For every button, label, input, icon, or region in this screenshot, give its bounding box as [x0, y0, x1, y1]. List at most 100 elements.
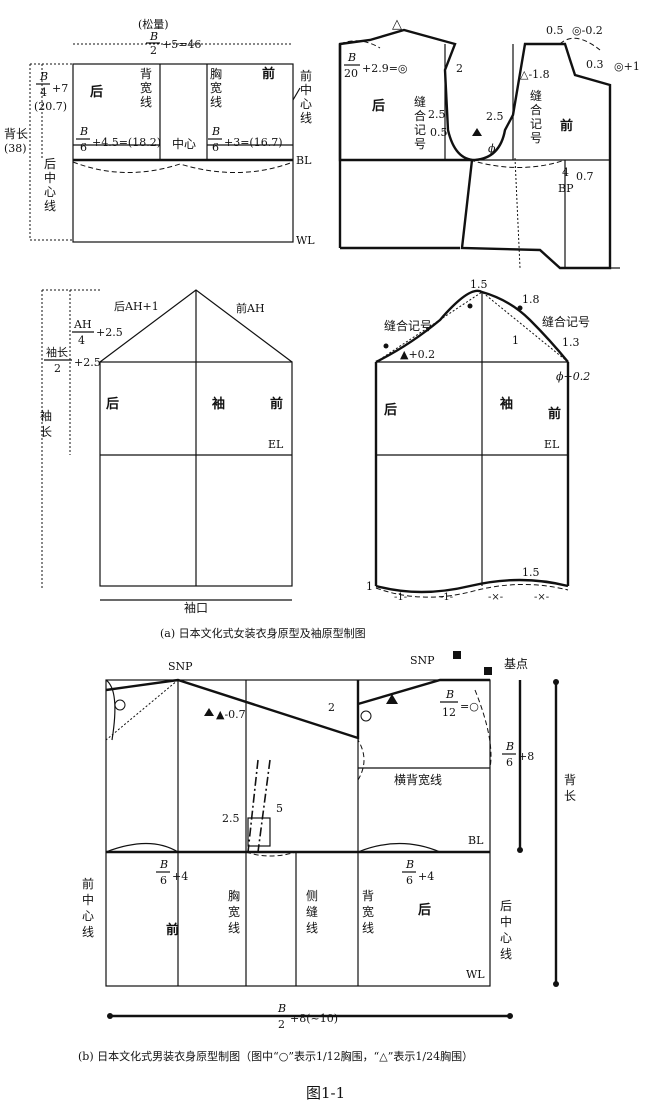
back-width-char: 背 [140, 67, 152, 81]
plus4-back: +4 [418, 870, 434, 883]
sleeve-final: 1.5 1.8 1 1.3 缝合记号 缝合记号 ▲+0.2 ϕ+0.2 后 袖 … [366, 278, 590, 603]
value-1-3: 1.3 [562, 336, 580, 349]
triangle-mark: △ [392, 17, 402, 32]
cuff-division: -×- [488, 592, 503, 603]
sleeve-label: 袖 [212, 396, 225, 412]
b-numerator: B [79, 125, 88, 138]
chest-width-char: 宽 [210, 80, 222, 95]
b-numerator: B [159, 858, 168, 871]
ah-numerator: AH [73, 318, 92, 331]
chest-width-char: 胸 [228, 888, 240, 903]
caption-a: (a) 日本文化式女装衣身原型及袖原型制图 [160, 626, 366, 640]
b-numerator: B [277, 1002, 286, 1015]
notch-char: 合 [530, 102, 542, 117]
cb-char: 心 [44, 185, 56, 199]
plus-2-5: +2.5 [74, 356, 101, 369]
value-20-7: (20.7) [34, 100, 67, 113]
side-seam-char: 缝 [306, 904, 318, 919]
side-seam-char: 侧 [306, 889, 318, 903]
phi-adjust: ϕ+0.2 [556, 370, 590, 383]
value-1-5-cuff: 1.5 [522, 566, 540, 579]
value-1-cuff: 1 [366, 580, 373, 593]
b-numerator: B [39, 70, 48, 83]
value-1-5: 1.5 [470, 278, 488, 291]
front-label: 前 [262, 66, 275, 82]
back-length-char: 背 [564, 773, 576, 787]
back-length-label: 背长 [4, 127, 28, 141]
notch-char: 号 [414, 137, 426, 151]
b-denominator-2: 2 [150, 44, 157, 57]
side-seam-char: 线 [306, 921, 318, 935]
cross-back-label: 横背宽线 [394, 772, 442, 787]
waist-line-label: WL [296, 234, 315, 247]
back-width-char: 背 [362, 889, 374, 903]
cuff-label: 袖口 [184, 600, 208, 615]
base-point-label: 基点 [504, 657, 528, 671]
back-width-char: 宽 [362, 904, 374, 919]
denominator-4: 4 [40, 86, 47, 99]
b-numerator: B [149, 30, 158, 43]
notch-mark-left: 缝合记号 [384, 318, 432, 333]
back-label: 后 [384, 402, 397, 418]
triangle-adjust: ▲+0.2 [400, 348, 435, 361]
value-0-3: 0.3 [586, 58, 604, 71]
value-2-5: 2.5 [428, 108, 446, 121]
denominator-6: 6 [406, 874, 413, 887]
cf-char: 线 [82, 925, 94, 939]
denominator-12: 12 [442, 706, 456, 719]
sleeve-length-char: 袖 [40, 408, 52, 423]
neck-width-formula: +2.9=◎ [362, 62, 408, 75]
notch-char: 记 [530, 117, 542, 131]
plus7: +7 [52, 82, 68, 95]
back-label: 后 [372, 98, 385, 114]
sleeve-length-numerator: 袖长 [46, 345, 68, 359]
denominator-4: 4 [78, 334, 85, 347]
back-label: 后 [90, 84, 103, 100]
front-label: 前 [560, 118, 573, 134]
womens-bodice-final: B 20 +2.9=◎ △ 2 后 缝 合 记 号 2.5 0.5 ϕ 2.5 … [338, 17, 640, 270]
denominator-6: 6 [80, 141, 87, 154]
front-label: 前 [270, 396, 283, 412]
back-ah-label: 后AH+1 [114, 300, 159, 313]
value-0-5: 0.5 [430, 126, 448, 139]
cuff-division: -1- [394, 592, 407, 603]
front-ah-label: 前AH [236, 301, 265, 315]
value-0-7: 0.7 [576, 170, 594, 183]
plus4-front: +4 [172, 870, 188, 883]
chest-width-char: 宽 [228, 904, 240, 919]
cb-char: 心 [500, 931, 512, 945]
cb-char: 线 [500, 947, 512, 961]
cf-char: 中 [300, 82, 312, 97]
denominator-6: 6 [160, 874, 167, 887]
cf-char: 心 [82, 909, 94, 923]
shoulder-adjust: △-1.8 [520, 68, 550, 81]
value-2-b: 2 [328, 701, 335, 714]
plus8-b: +8 [518, 750, 534, 763]
bust-point-label: BP [558, 182, 574, 195]
neck-width-b: =○ [460, 700, 479, 713]
half-bust-b: +8(~10) [290, 1012, 338, 1025]
cb-char: 线 [44, 199, 56, 213]
elbow-line-label: EL [268, 438, 284, 451]
back-label: 后 [106, 396, 119, 412]
sleeve-label: 袖 [500, 396, 513, 412]
plus-2-5: +2.5 [96, 326, 123, 339]
denominator-6: 6 [212, 141, 219, 154]
value-1-8: 1.8 [522, 293, 540, 306]
mens-bodice-block: SNP SNP 基点 ▲-0.7 2 B 12 =○ B 6 +8 背 长 横背… [82, 651, 576, 1031]
back-length-value: (38) [4, 142, 27, 155]
value-2: 2 [456, 62, 463, 75]
waist-line-label: WL [466, 968, 485, 981]
value-2-5: 2.5 [486, 110, 504, 123]
cb-char: 后 [500, 899, 512, 913]
notch-char: 记 [414, 123, 426, 137]
cb-char: 中 [500, 914, 512, 929]
front-label: 前 [548, 406, 561, 422]
notch-char: 缝 [414, 94, 426, 109]
b-numerator: B [211, 125, 220, 138]
value-5-b: 5 [276, 802, 283, 815]
snp-left: SNP [168, 660, 193, 673]
center-label: 中心 [172, 136, 196, 151]
snp-right: SNP [410, 654, 435, 667]
